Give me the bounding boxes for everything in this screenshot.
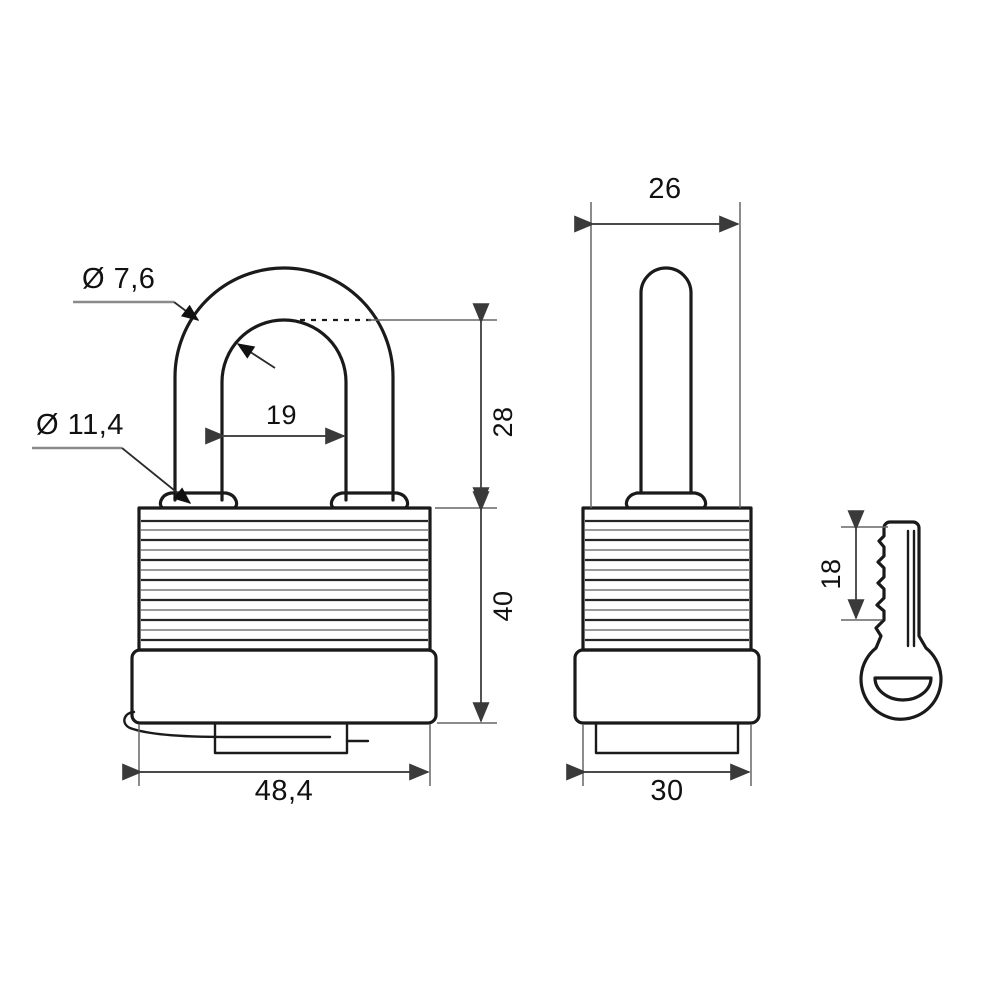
key-bow-halfmoon-cutout [873,676,933,702]
dim-body-width: 48,4 [122,724,431,807]
dim-label-19: 19 [266,400,297,430]
shackle-front [158,266,410,510]
shackle-side [624,266,708,510]
padlock-body-side [581,506,753,652]
inner-radius-tick [236,343,276,369]
keyway-cover-plate-side [594,721,740,755]
shackle-left-collar [158,491,239,510]
bottom-cap-side-outline [573,648,761,725]
callout-leader-76 [173,301,200,321]
shackle-right-collar [329,491,410,510]
dim-label-18: 18 [816,558,846,589]
front-view: Ø 7,6 Ø 11,4 19 28 40 [32,263,518,807]
dim-shackle-clear-width: 19 [205,400,346,445]
side-view: 26 30 [566,173,761,807]
collar-diameter-callout: Ø 11,4 [32,409,192,504]
dim-label-484: 48,4 [255,775,313,807]
padlock-body-front [137,506,432,652]
dim-label-shackle-diameter: Ø 7,6 [82,263,155,295]
keyway-cover-plate [213,721,349,755]
bottom-cap-side [573,648,761,755]
dim-shackle-clearance: 28 [368,303,518,509]
key-outline [859,520,943,721]
dim-body-depth: 30 [566,724,752,807]
dim-label-30: 30 [650,775,683,807]
cap-release-curl [123,710,332,739]
callout-leader-114 [121,447,192,504]
dim-key-blade-length: 18 [816,510,888,621]
shackle-inner-profile [220,318,348,502]
shackle-side-collar [624,491,708,510]
bottom-cap-front [123,648,438,755]
dim-label-40: 40 [488,590,518,621]
shackle-side-profile [639,266,693,495]
bottom-cap-outline [130,648,438,725]
dim-label-26: 26 [648,173,681,205]
shackle-outer-profile [173,266,395,502]
shackle-diameter-callout: Ø 7,6 [73,263,200,321]
dim-label-collar-diameter: Ø 11,4 [36,409,124,441]
lamination-lines [141,519,428,642]
dim-body-height: 40 [437,491,518,724]
dim-shackle-span-depth: 26 [574,173,741,508]
dim-label-28: 28 [488,406,518,437]
lamination-lines-side [585,519,749,642]
key-view: 18 [816,510,943,721]
